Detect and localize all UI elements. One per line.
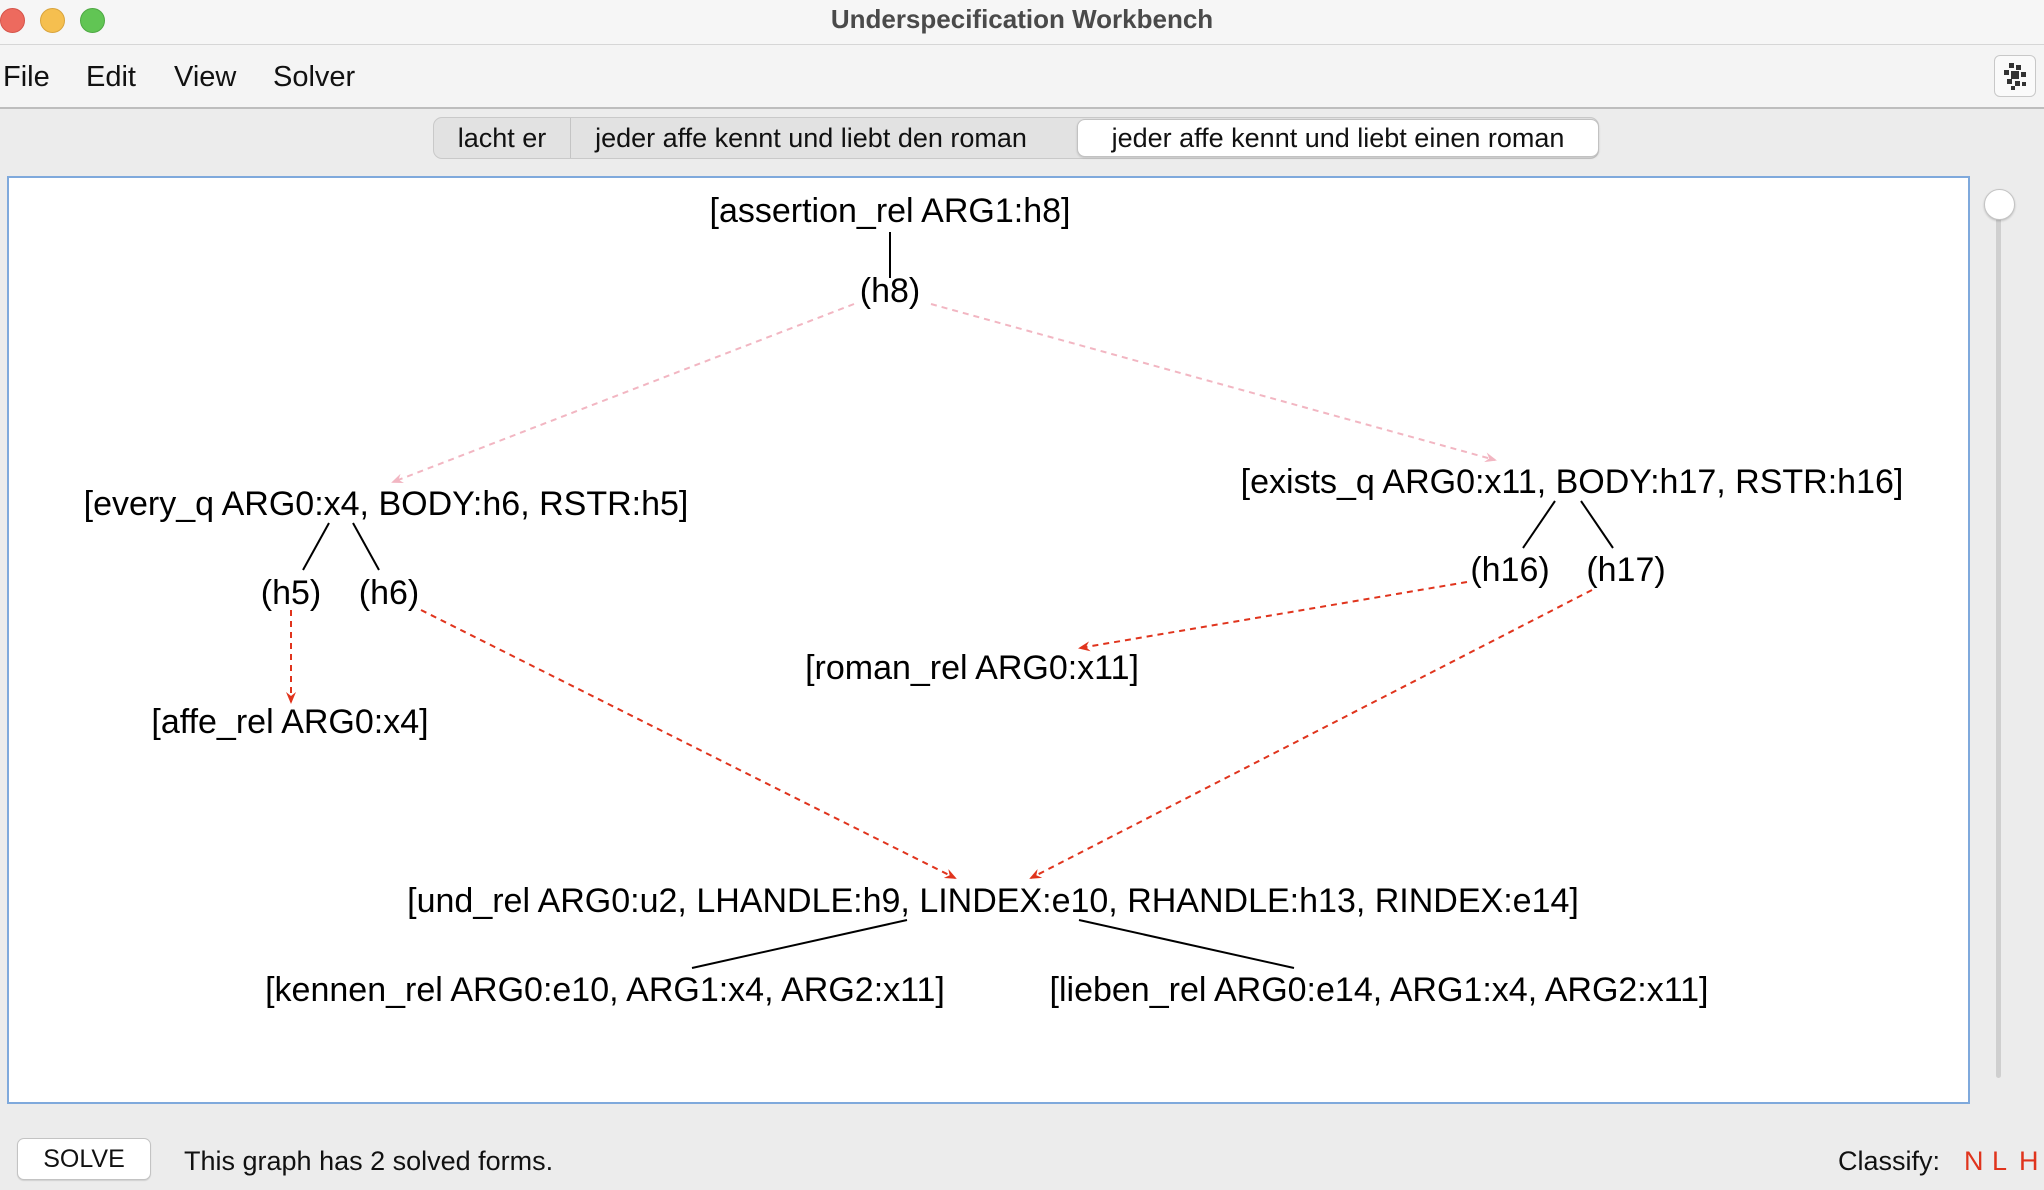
node-h8[interactable]: (h8): [860, 272, 920, 310]
dominance-h16-roman: [1078, 581, 1468, 652]
close-window-button[interactable]: [0, 8, 25, 33]
dominance-graph: [assertion_rel ARG1:h8] (h8) [every_q AR…: [84, 192, 1904, 1009]
node-h6[interactable]: (h6): [359, 574, 419, 612]
menu-bar: File Edit View Solver: [0, 45, 2044, 109]
menu-edit[interactable]: Edit: [86, 61, 136, 93]
edge-und-kennen: [691, 919, 908, 969]
node-h5[interactable]: (h5): [261, 574, 321, 612]
node-assertion[interactable]: [assertion_rel ARG1:h8]: [710, 192, 1071, 230]
edge-every-h5: [302, 522, 330, 571]
zoom-window-button[interactable]: [80, 8, 105, 33]
tab-lacht-er[interactable]: lacht er: [434, 118, 571, 158]
title-bar: Underspecification Workbench: [0, 0, 2044, 45]
classify-n[interactable]: N: [1964, 1146, 1984, 1176]
menu-file[interactable]: File: [3, 61, 50, 93]
node-lieben[interactable]: [lieben_rel ARG0:e14, ARG1:x4, ARG2:x11]: [1050, 971, 1709, 1009]
graph-canvas[interactable]: [assertion_rel ARG1:h8] (h8) [every_q AR…: [7, 176, 1970, 1104]
classify-h[interactable]: H: [2019, 1146, 2039, 1176]
edge-exists-h17: [1580, 500, 1614, 549]
node-exists[interactable]: [exists_q ARG0:x11, BODY:h17, RSTR:h16]: [1241, 463, 1904, 501]
zoom-slider-track[interactable]: [1996, 212, 2001, 1078]
edge-und-lieben: [1078, 919, 1295, 969]
status-text: This graph has 2 solved forms.: [184, 1146, 554, 1176]
zoom-slider-thumb[interactable]: [1984, 189, 2015, 220]
classify-l[interactable]: L: [1992, 1146, 2008, 1176]
dominance-h8-exists: [930, 303, 1497, 463]
pixel-tool-icon: [2004, 63, 2026, 90]
node-affe[interactable]: [affe_rel ARG0:x4]: [151, 703, 428, 741]
classify-label: Classify:: [1838, 1146, 1941, 1176]
node-h17[interactable]: (h17): [1586, 551, 1665, 589]
tab-bar: lacht er jeder affe kennt und liebt den …: [433, 117, 1599, 159]
dominance-h6-und: [420, 609, 957, 879]
status-bar: SOLVE This graph has 2 solved forms. Cla…: [0, 1108, 2044, 1190]
edge-exists-h16: [1522, 500, 1556, 549]
node-kennen[interactable]: [kennen_rel ARG0:e10, ARG1:x4, ARG2:x11]: [265, 971, 945, 1009]
node-h16[interactable]: (h16): [1470, 551, 1549, 589]
dominance-h17-und: [1029, 589, 1593, 879]
edge-every-h6: [352, 522, 380, 571]
tab-einen-roman[interactable]: jeder affe kennt und liebt einen roman: [1077, 119, 1599, 157]
solve-button[interactable]: SOLVE: [17, 1138, 151, 1180]
tab-den-roman[interactable]: jeder affe kennt und liebt den roman: [595, 123, 1027, 153]
dominance-h8-every: [391, 303, 855, 484]
tool-button[interactable]: [1994, 55, 2036, 97]
menu-solver[interactable]: Solver: [273, 61, 356, 93]
minimize-window-button[interactable]: [40, 8, 65, 33]
menu-view[interactable]: View: [174, 61, 237, 93]
node-und[interactable]: [und_rel ARG0:u2, LHANDLE:h9, LINDEX:e10…: [407, 882, 1579, 920]
node-every[interactable]: [every_q ARG0:x4, BODY:h6, RSTR:h5]: [84, 485, 689, 523]
window-title: Underspecification Workbench: [830, 4, 1214, 34]
node-roman[interactable]: [roman_rel ARG0:x11]: [805, 649, 1139, 687]
